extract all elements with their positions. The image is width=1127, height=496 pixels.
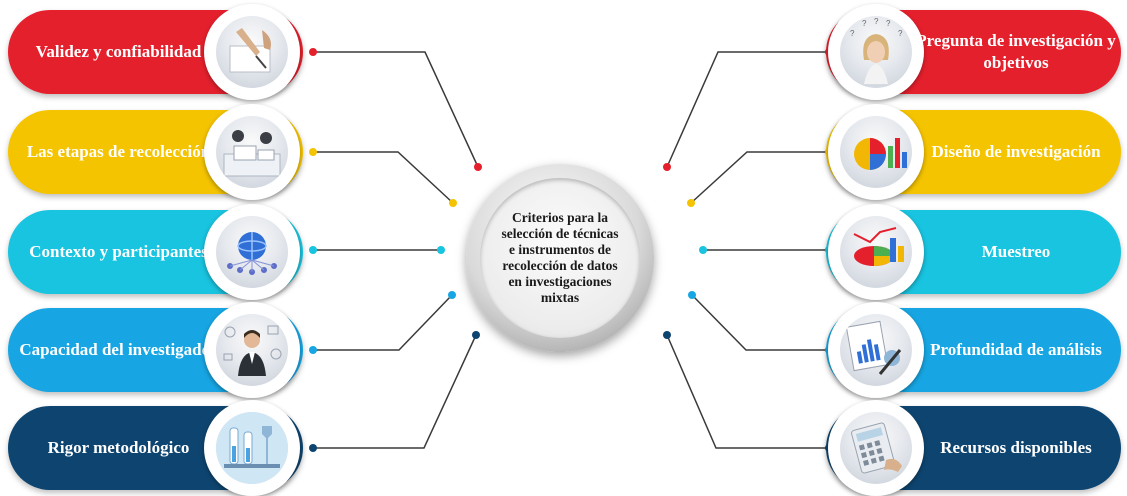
right-pill-label: Recursos disponibles [916,406,1120,490]
left-connector-dot [309,148,317,156]
hands-writing-icon [216,16,288,88]
left-connector-line [313,52,478,167]
left-pill-label: Las etapas de recolección [8,110,221,194]
photo-ring [828,400,924,496]
left-pill-4: Capacidad del investigador [8,308,303,392]
central-hub-inner: Criterios para la selección de técnicas … [480,178,640,338]
right-connector-line [692,295,829,350]
right-connector-line [691,152,829,203]
left-connector-dot [437,246,445,254]
left-pill-2: Las etapas de recolección [8,110,303,194]
left-pill-label: Validez y confiabilidad [8,10,221,94]
left-connector-dot [449,199,457,207]
left-pill-1: Validez y confiabilidad [8,10,303,94]
calculator-icon [840,412,912,484]
meeting-paperwork-icon [216,116,288,188]
photo-ring [828,302,924,398]
right-pill-2: Diseño de investigación [826,110,1121,194]
photo-ring [204,400,300,496]
right-pill-label: Pregunta de investigación y objetivos [916,10,1120,94]
right-connector-dot [663,331,671,339]
right-connector-line [667,335,829,448]
photo-ring [204,104,300,200]
left-pill-5: Rigor metodológico [8,406,303,490]
right-pill-3: Muestreo [826,210,1121,294]
right-connector-dot [688,291,696,299]
right-connector-dot [687,199,695,207]
photo-ring [828,104,924,200]
laboratory-icon [216,412,288,484]
photo-ring: ??? ?? [828,4,924,100]
right-pill-label: Diseño de investigación [916,110,1120,194]
left-connector-dot [309,346,317,354]
right-pill-1: ??? ?? Pregunta de investigación y objet… [826,10,1121,94]
photo-ring [828,204,924,300]
central-hub: Criterios para la selección de técnicas … [466,164,654,352]
left-connector-dot [309,444,317,452]
photo-ring [204,302,300,398]
left-pill-3: Contexto y participantes [8,210,303,294]
central-hub-title: Criterios para la selección de técnicas … [499,210,621,306]
svg-text:?: ? [874,17,879,26]
svg-text:?: ? [886,19,891,28]
left-pill-label: Capacidad del investigador [8,308,221,392]
left-connector-line [313,335,476,448]
left-connector-dot [309,246,317,254]
svg-text:?: ? [898,29,903,38]
right-pill-label: Profundidad de análisis [916,308,1120,392]
left-connector-line [313,152,453,203]
left-connector-line [313,295,452,350]
right-pill-4: Profundidad de análisis [826,308,1121,392]
svg-text:?: ? [862,19,867,28]
left-connector-dot [309,48,317,56]
analysis-charts-icon [840,314,912,386]
right-pill-label: Muestreo [916,210,1120,294]
photo-ring [204,4,300,100]
left-connector-dot [472,331,480,339]
right-pill-5: Recursos disponibles [826,406,1121,490]
left-pill-label: Contexto y participantes [8,210,221,294]
photo-ring [204,204,300,300]
left-pill-label: Rigor metodológico [8,406,221,490]
chart-3d-icon [840,216,912,288]
left-connector-dot [448,291,456,299]
globe-network-icon [216,216,288,288]
right-connector-dot [663,163,671,171]
left-connector-dot [474,163,482,171]
pie-chart-icon [840,116,912,188]
woman-questions-icon: ??? ?? [840,16,912,88]
svg-text:?: ? [850,29,855,38]
right-connector-line [667,52,829,167]
businessman-icon [216,314,288,386]
right-connector-dot [699,246,707,254]
